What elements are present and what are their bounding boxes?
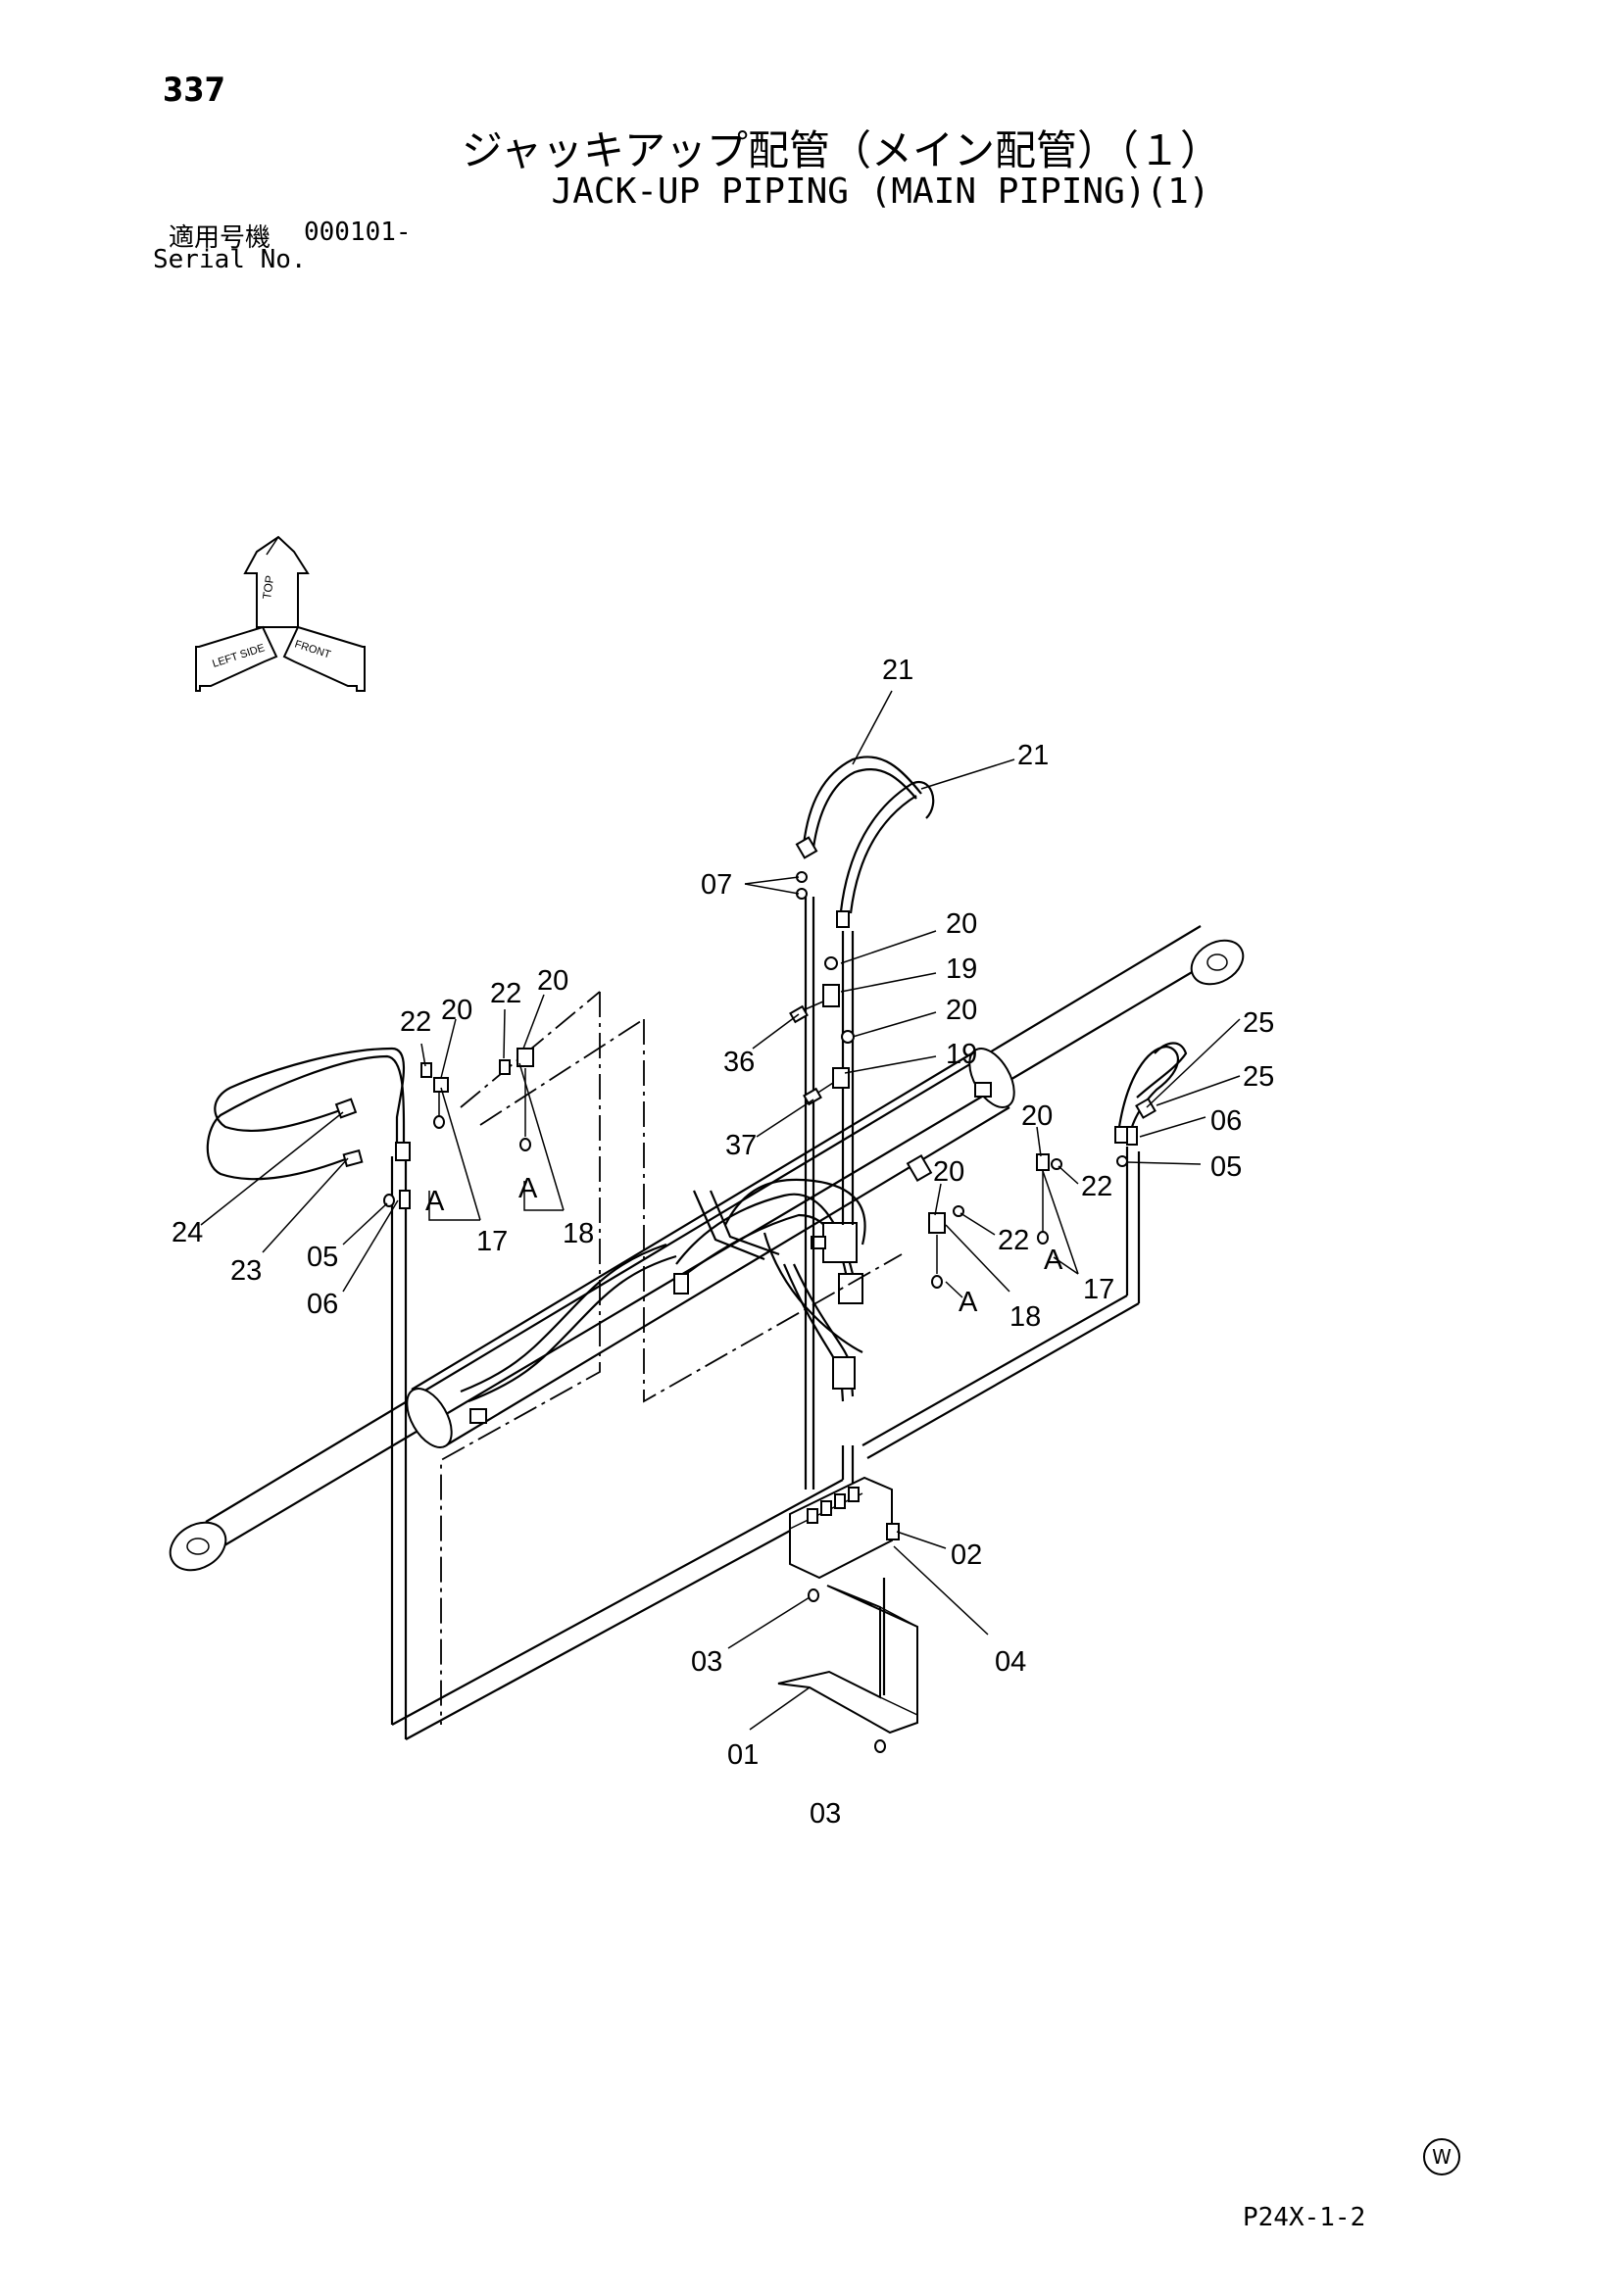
callout-leaders [200, 690, 1241, 1731]
serial-label-english: Serial No. [153, 245, 307, 274]
callout-01: 01 [727, 1739, 759, 1771]
drawing-code: P24X-1-2 [1243, 2203, 1366, 2232]
callout-17b: 17 [1083, 1274, 1114, 1305]
callout-a-a: A [425, 1186, 445, 1217]
callout-a-c: A [1044, 1245, 1063, 1276]
callout-21b: 21 [1017, 740, 1049, 771]
callout-21a: 21 [882, 655, 913, 686]
callout-25b: 25 [1243, 1061, 1274, 1093]
callout-20a: 20 [946, 908, 977, 940]
callout-18a: 18 [563, 1218, 594, 1249]
callout-06b: 06 [1210, 1105, 1242, 1137]
callout-03a: 03 [691, 1646, 722, 1678]
callout-05b: 05 [1210, 1151, 1242, 1183]
callout-02: 02 [951, 1539, 982, 1571]
callout-22b: 22 [490, 978, 521, 1009]
callout-18b: 18 [1009, 1301, 1041, 1333]
callout-37: 37 [725, 1130, 757, 1161]
right-fittings [928, 1126, 1138, 1289]
hose-23-24-pair [206, 1047, 411, 1181]
callout-20e: 20 [1021, 1100, 1053, 1132]
callout-19a: 19 [946, 953, 977, 985]
left-fittings [383, 1048, 534, 1209]
orientation-top-label: TOP [260, 574, 276, 600]
callout-24: 24 [172, 1217, 203, 1248]
title-japanese: ジャッキアップ配管（メイン配管）（１） [462, 126, 1221, 174]
callout-36: 36 [723, 1047, 755, 1078]
orientation-arrows-icon: TOP LEFT SIDE FRONT [195, 535, 366, 692]
jack-up-cylinder [169, 925, 1245, 1572]
hose-25-pair [1114, 1042, 1188, 1144]
hose-21-pair [795, 756, 935, 928]
callout-20d: 20 [537, 965, 568, 997]
manufacturer-mark-icon: W [1423, 2138, 1460, 2175]
left-vertical-piping [390, 897, 855, 1740]
callout-22d: 22 [998, 1225, 1029, 1256]
callout-20b: 20 [946, 995, 977, 1026]
callout-19b: 19 [946, 1039, 977, 1070]
callout-04: 04 [995, 1646, 1026, 1678]
center-fittings [789, 956, 855, 1106]
callout-25a: 25 [1243, 1007, 1274, 1039]
serial-number-value: 000101- [304, 218, 412, 247]
callout-05a: 05 [307, 1242, 338, 1273]
right-vertical-piping [861, 1147, 1141, 1459]
callout-labels: 21 21 07 20 19 36 20 19 37 22 20 22 20 2… [172, 655, 1274, 1830]
callout-03b: 03 [810, 1798, 841, 1830]
callout-20c: 20 [441, 995, 472, 1026]
callout-22c: 22 [1081, 1171, 1112, 1202]
callout-20f: 20 [933, 1156, 964, 1188]
callout-06a: 06 [307, 1289, 338, 1320]
page-number: 337 [163, 71, 225, 110]
serial-label-japanese: 適用号機 [169, 223, 271, 253]
control-valve-and-bracket [777, 1476, 918, 1753]
callout-23: 23 [230, 1255, 262, 1287]
title-english: JACK-UP PIPING (MAIN PIPING)(1) [551, 171, 1210, 212]
callout-17a: 17 [476, 1226, 508, 1257]
callout-a-b: A [518, 1173, 538, 1204]
callout-22a: 22 [400, 1006, 431, 1038]
callout-07: 07 [701, 869, 732, 901]
callout-a-d: A [959, 1287, 978, 1318]
